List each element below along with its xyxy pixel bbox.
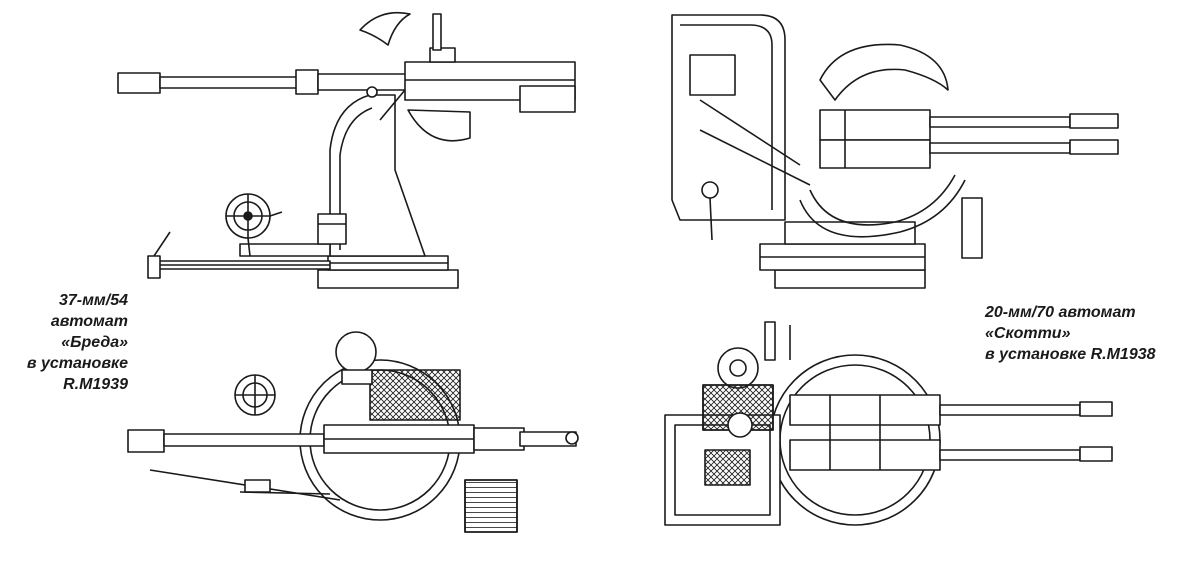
scotti-top-view	[664, 321, 1113, 526]
breda-caption-line4: в установке	[26, 355, 128, 372]
scotti-side-view	[671, 14, 1119, 289]
breda-top-view	[127, 331, 579, 533]
scotti-caption-line1: 20-мм/70 автомат	[985, 304, 1136, 321]
breda-caption-line5: R.M1939	[63, 376, 128, 393]
scotti-caption-line2: «Скотти»	[985, 325, 1071, 342]
scotti-caption: 20-мм/70 автомат «Скотти» в установке R.…	[985, 302, 1195, 365]
scotti-caption-line3: в установке R.M1938	[985, 346, 1156, 363]
breda-caption-line2: автомат	[50, 313, 128, 330]
breda-side-view	[117, 11, 576, 289]
breda-caption-line3: «Бреда»	[61, 334, 128, 351]
breda-caption-line1: 37-мм/54	[58, 292, 128, 309]
breda-caption: 37-мм/54 автомат «Бреда» в установке R.M…	[0, 290, 128, 395]
